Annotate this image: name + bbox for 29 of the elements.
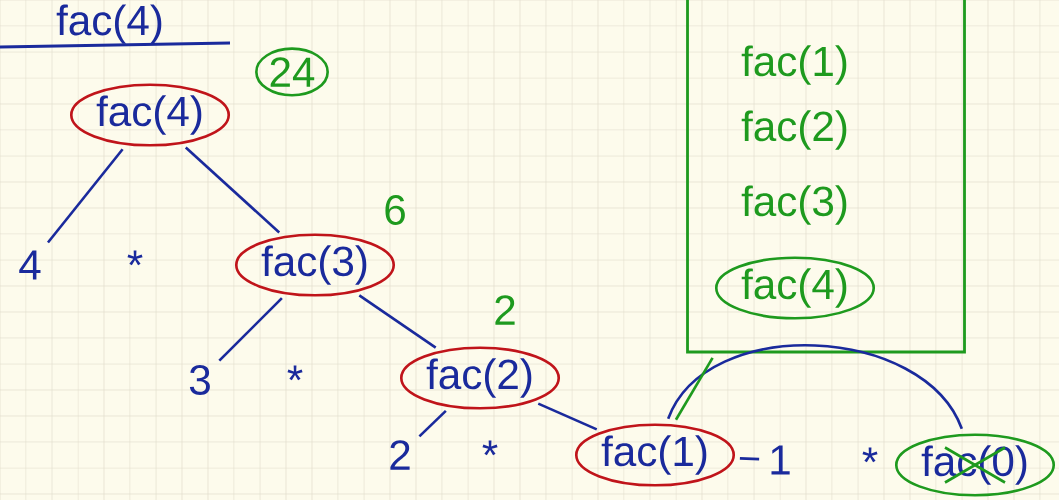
call-oval: fac(1) bbox=[574, 423, 736, 487]
branch-line bbox=[739, 457, 760, 461]
branch-line bbox=[184, 146, 281, 234]
return-value: 6 bbox=[385, 195, 405, 225]
factor-number: 1 bbox=[771, 445, 790, 475]
circled-stack-entry: fac(4) bbox=[714, 256, 876, 320]
multiply-sign: * bbox=[482, 440, 498, 456]
factor-number: 4 bbox=[19, 250, 41, 280]
stack-entry: fac(1) bbox=[741, 45, 847, 85]
stack-entry: fac(3) bbox=[741, 185, 847, 225]
branch-line bbox=[418, 409, 447, 438]
branch-line bbox=[537, 402, 598, 431]
return-value: 2 bbox=[495, 295, 515, 325]
call-oval: fac(2) bbox=[399, 346, 561, 410]
branch-line bbox=[218, 297, 283, 362]
call-oval: fac(4) bbox=[69, 83, 231, 147]
factor-number: 3 bbox=[189, 365, 210, 395]
branch-line bbox=[674, 357, 714, 421]
call-oval: fac(3) bbox=[234, 233, 396, 297]
result-oval: 24 bbox=[255, 47, 329, 97]
branch-line bbox=[358, 294, 437, 349]
branch-line bbox=[667, 344, 963, 430]
factor-number: 2 bbox=[390, 440, 410, 470]
stack-box bbox=[686, 0, 966, 354]
multiply-sign: * bbox=[127, 250, 143, 266]
multiply-sign: * bbox=[287, 365, 303, 381]
stack-entry: fac(2) bbox=[741, 110, 847, 150]
heading: fac(4) bbox=[0, 4, 231, 49]
branch-line bbox=[46, 148, 124, 244]
